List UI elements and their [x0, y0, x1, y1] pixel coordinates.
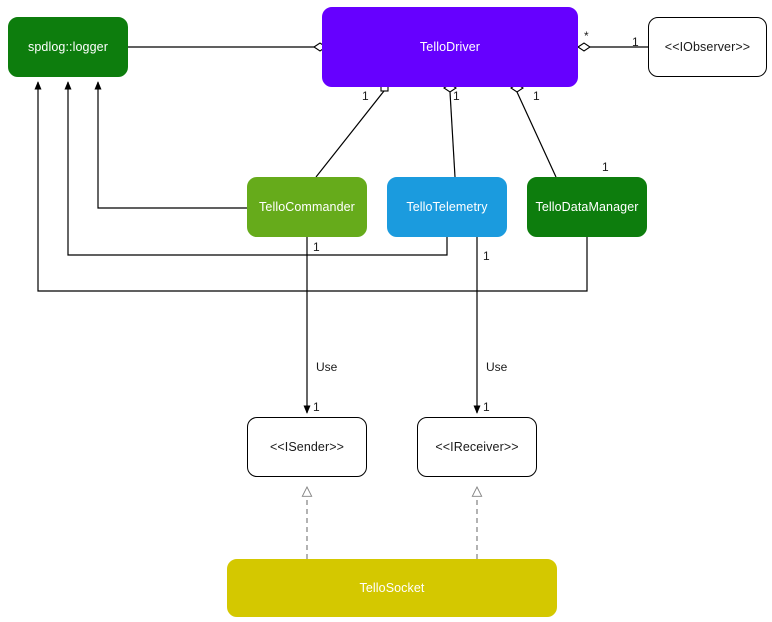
- edge-logger-to-driver: [128, 42, 327, 52]
- edge-label-telemetry-mult: 1: [453, 89, 460, 103]
- edge-driver-to-iobserver: [577, 42, 648, 52]
- edge-label-datamanager-mult: 1: [533, 89, 540, 103]
- edge-label-observer-one: 1: [632, 35, 639, 49]
- edge-label-datamanager-log-mult: 1: [602, 160, 609, 174]
- node-tello-driver[interactable]: TelloDriver: [322, 7, 578, 87]
- edge-label-commander-mult: 1: [362, 89, 369, 103]
- node-iobserver[interactable]: <<IObserver>>: [648, 17, 767, 77]
- node-label-isender: <<ISender>>: [269, 439, 345, 454]
- edge-label-use-receiver: Use: [486, 360, 508, 374]
- edge-driver-to-commander: [315, 83, 389, 178]
- node-label-tello-socket: TelloSocket: [359, 580, 425, 595]
- edge-label-commander-log-mult: 1: [313, 240, 320, 254]
- node-label-ireceiver: <<IReceiver>>: [435, 439, 519, 454]
- node-label-tello-driver: TelloDriver: [419, 39, 481, 54]
- node-tello-telemetry[interactable]: TelloTelemetry: [387, 177, 507, 237]
- node-tello-socket[interactable]: TelloSocket: [227, 559, 557, 617]
- node-ireceiver[interactable]: <<IReceiver>>: [417, 417, 537, 477]
- edge-label-telemetry-log-mult: 1: [483, 249, 490, 263]
- edge-label-driver-observer-star: *: [584, 29, 589, 43]
- edge-label-isender-mult: 1: [313, 400, 320, 414]
- node-label-spdlog-logger: spdlog::logger: [28, 39, 108, 54]
- node-label-tello-commander: TelloCommander: [259, 199, 355, 214]
- node-isender[interactable]: <<ISender>>: [247, 417, 367, 477]
- edge-label-use-sender: Use: [316, 360, 338, 374]
- node-label-tello-data-manager: TelloDataManager: [535, 199, 639, 214]
- edge-commander-to-logger: [94, 81, 247, 209]
- edge-telemetry-to-logger: [64, 81, 448, 256]
- node-label-tello-telemetry: TelloTelemetry: [406, 199, 488, 214]
- edge-label-ireceiver-mult: 1: [483, 400, 490, 414]
- node-spdlog-logger[interactable]: spdlog::logger: [8, 17, 128, 77]
- node-tello-commander[interactable]: TelloCommander: [247, 177, 367, 237]
- node-label-iobserver: <<IObserver>>: [664, 39, 751, 54]
- node-tello-data-manager[interactable]: TelloDataManager: [527, 177, 647, 237]
- edge-datamanager-to-logger: [34, 81, 588, 292]
